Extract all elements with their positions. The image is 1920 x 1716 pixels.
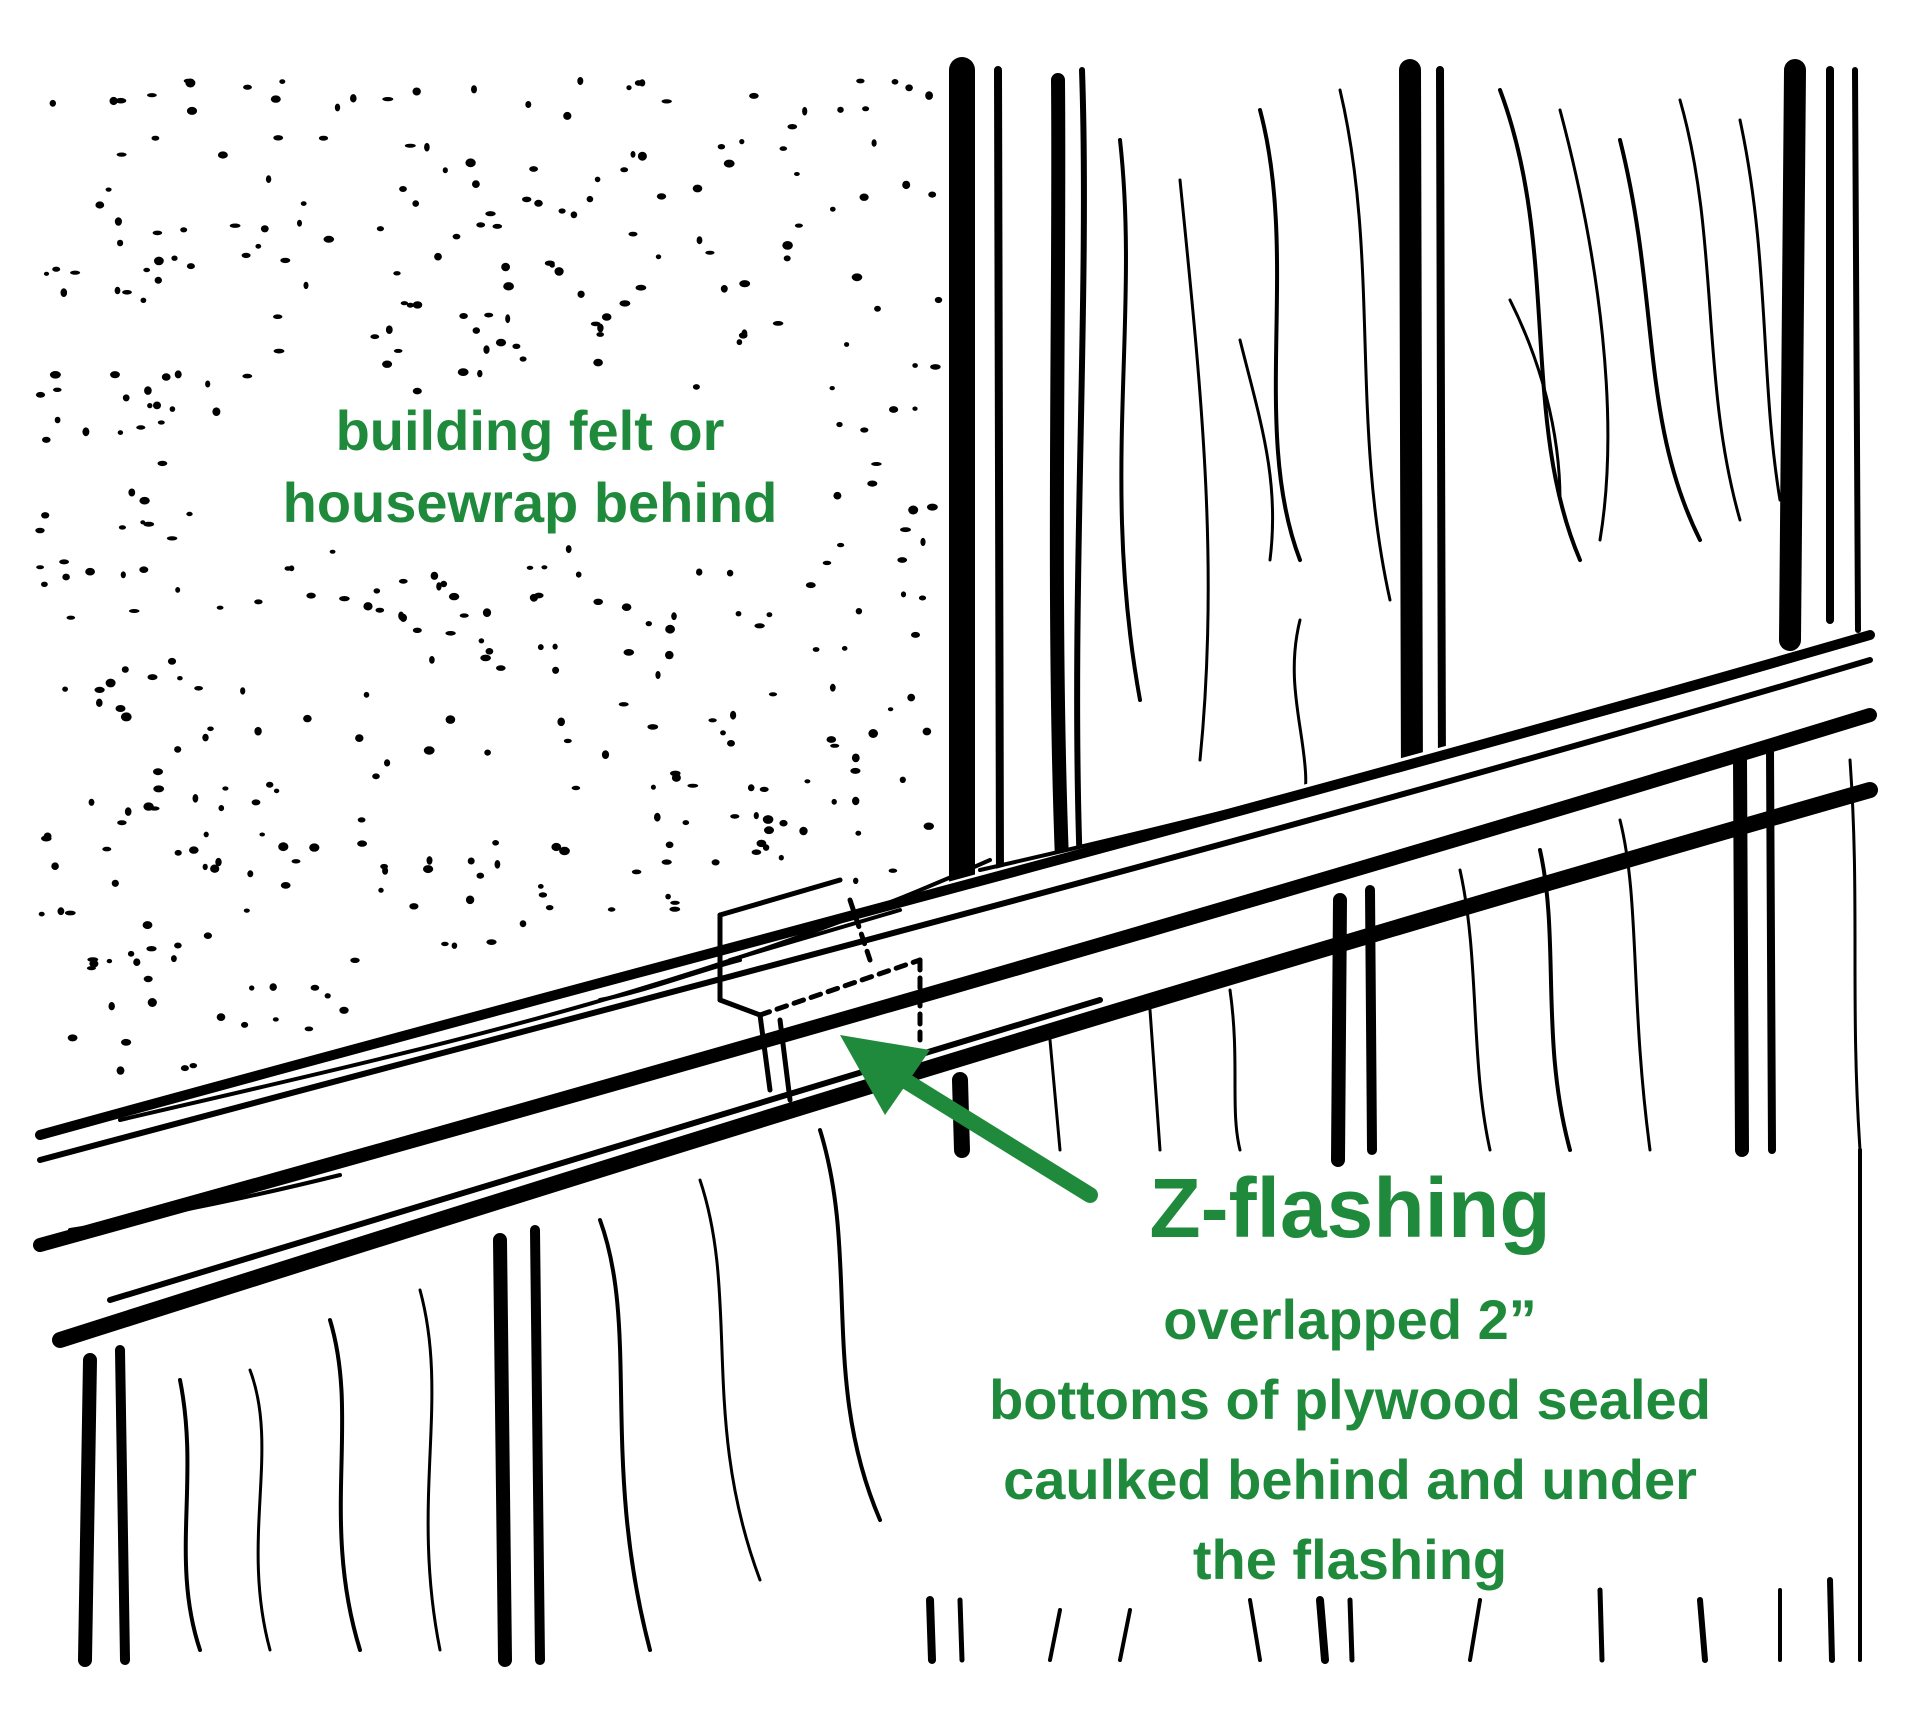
z-flashing-note-line-4: the flashing [1192, 1528, 1508, 1591]
lower-plywood-panel [78, 746, 1862, 1667]
z-flashing-title: Z-flashing [1149, 1161, 1551, 1255]
z-flashing-note-line-2: bottoms of plywood sealed [989, 1368, 1711, 1431]
arrow-to-z-flashing [840, 1035, 1098, 1203]
housewrap-label: building felt or housewrap behind [230, 395, 830, 539]
flashing-overlap-detail [717, 877, 923, 1103]
housewrap-label-line-1: building felt or [335, 399, 725, 462]
z-flashing-note-line-1: overlapped 2” [1163, 1288, 1537, 1351]
z-flashing-band [33, 630, 1878, 1348]
housewrap-label-line-2: housewrap behind [282, 471, 778, 534]
housewrap-texture [35, 77, 943, 1075]
z-flashing-note: overlapped 2” bottoms of plywood sealed … [880, 1280, 1820, 1600]
z-flashing-note-line-3: caulked behind and under [1003, 1448, 1697, 1511]
